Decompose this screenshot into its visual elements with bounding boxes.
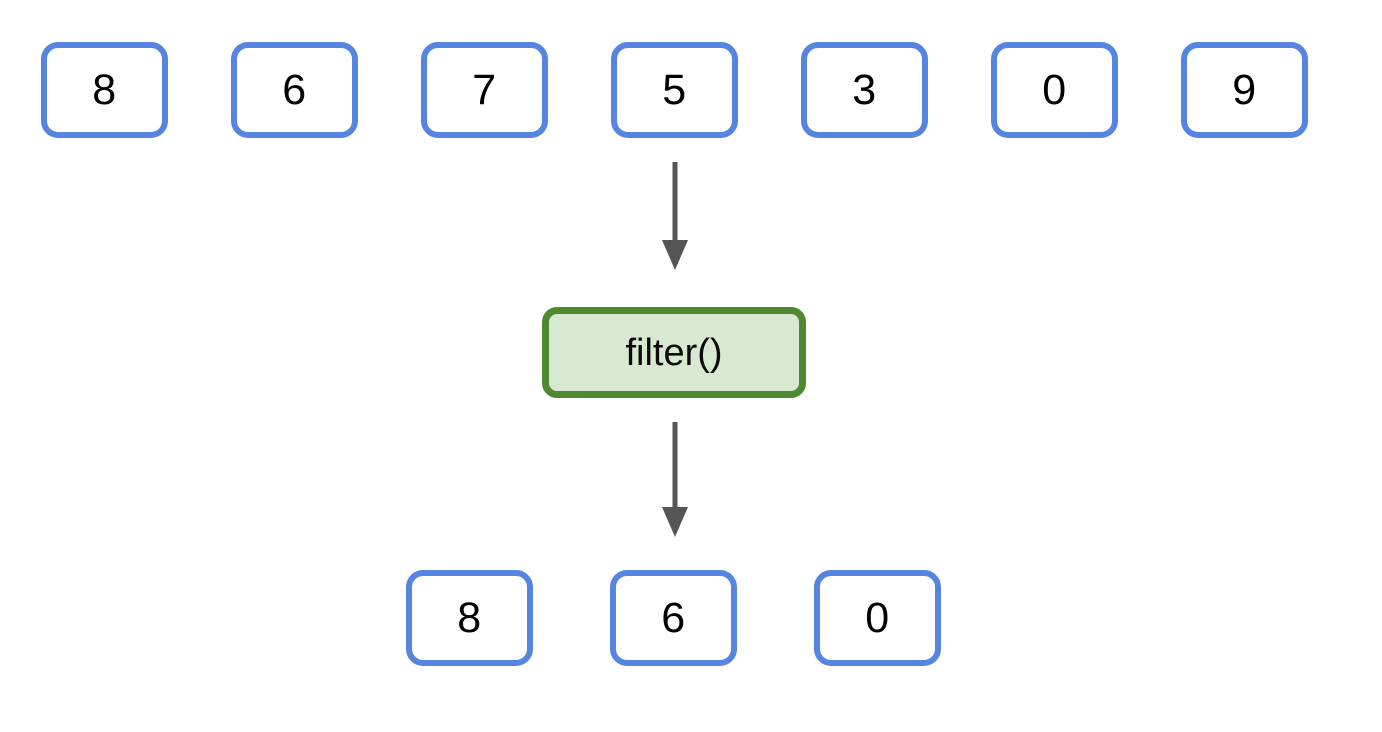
output-value-box[interactable]: 8 <box>406 570 533 666</box>
input-value-text: 0 <box>1042 65 1067 114</box>
input-value-text: 6 <box>282 65 307 114</box>
input-value-text: 9 <box>1232 65 1257 114</box>
output-value-text: 6 <box>661 593 686 642</box>
input-value-box[interactable]: 5 <box>611 42 738 138</box>
input-value-box[interactable]: 6 <box>231 42 358 138</box>
arrow-input-to-filter <box>662 162 688 270</box>
input-value-box[interactable]: 7 <box>421 42 548 138</box>
output-value-box[interactable]: 0 <box>814 570 941 666</box>
input-value-text: 3 <box>852 65 877 114</box>
input-value-box[interactable]: 9 <box>1181 42 1308 138</box>
input-value-box[interactable]: 8 <box>41 42 168 138</box>
arrow-filter-to-output <box>662 422 688 537</box>
filter-operation-box[interactable]: filter() <box>542 307 806 398</box>
output-value-text: 0 <box>865 593 890 642</box>
input-value-text: 8 <box>92 65 117 114</box>
output-value-box[interactable]: 6 <box>610 570 737 666</box>
input-value-text: 5 <box>662 65 687 114</box>
filter-operation-label: filter() <box>625 331 723 374</box>
input-value-box[interactable]: 0 <box>991 42 1118 138</box>
output-value-text: 8 <box>457 593 482 642</box>
input-value-box[interactable]: 3 <box>801 42 928 138</box>
input-value-text: 7 <box>472 65 497 114</box>
